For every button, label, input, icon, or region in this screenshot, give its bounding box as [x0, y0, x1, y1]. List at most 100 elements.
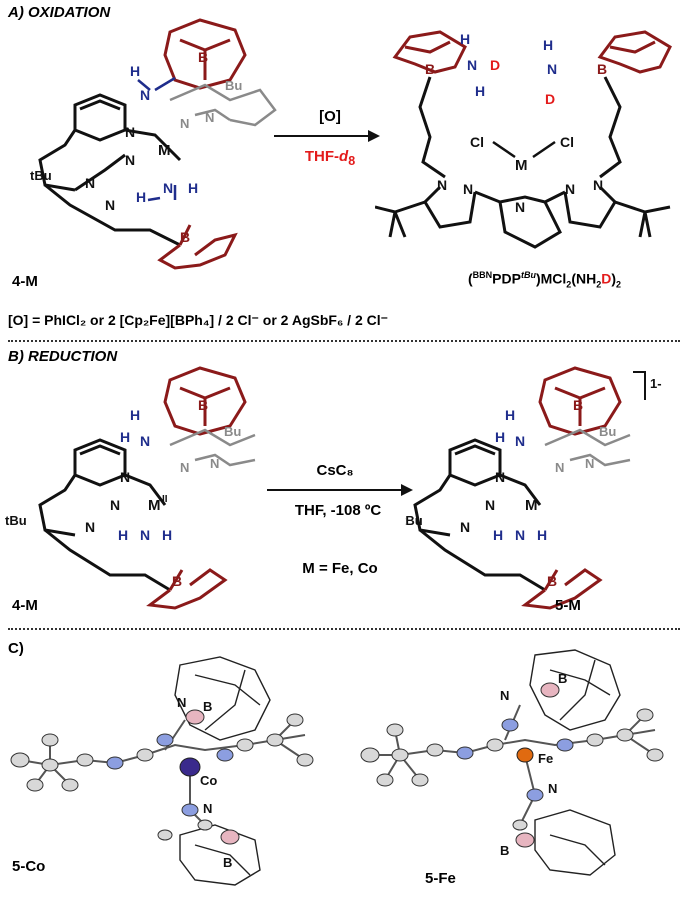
section-c-title: C)	[8, 640, 24, 657]
svg-text:Bu: Bu	[224, 424, 241, 439]
arrow-a	[274, 130, 380, 142]
svg-text:N: N	[203, 801, 212, 816]
label-4m-b: 4-M	[12, 597, 38, 614]
divider-bc	[8, 628, 680, 630]
svg-text:B: B	[547, 573, 557, 589]
molecule-4m-a: B Bu N N H N H N H M N N N N tBu B	[30, 18, 277, 270]
reagent-thf-temp: THF, -108 ºC	[294, 502, 382, 519]
svg-text:Cl: Cl	[470, 134, 484, 150]
svg-text:N: N	[205, 110, 214, 125]
svg-text:H: H	[493, 527, 503, 543]
svg-text:II: II	[162, 494, 168, 505]
atom-co: Co	[200, 773, 217, 788]
svg-text:B: B	[223, 855, 232, 870]
crystal-5co: N B Co N B	[10, 656, 314, 886]
section-b-title: B) REDUCTION	[8, 348, 118, 365]
svg-text:Bu: Bu	[599, 424, 616, 439]
svg-text:N: N	[177, 695, 186, 710]
svg-text:N: N	[85, 519, 95, 535]
atom-fe: Fe	[538, 751, 553, 766]
svg-text:H: H	[475, 83, 485, 99]
svg-text:N: N	[555, 460, 564, 475]
svg-text:N: N	[593, 177, 603, 193]
svg-text:B: B	[172, 573, 182, 589]
svg-text:B: B	[558, 671, 567, 686]
svg-text:D: D	[490, 57, 500, 73]
svg-text:D: D	[545, 91, 555, 107]
svg-text:N: N	[105, 197, 115, 213]
svg-text:N: N	[515, 527, 525, 543]
svg-text:N: N	[85, 175, 95, 191]
atom-m-product: M	[515, 157, 528, 174]
arrow-b	[267, 484, 413, 496]
label-5fe: 5-Fe	[425, 870, 456, 887]
atom-bu-grey: Bu	[225, 78, 242, 93]
section-a-title: A) OXIDATION	[8, 4, 111, 21]
svg-text:N: N	[140, 527, 150, 543]
svg-text:N: N	[548, 781, 557, 796]
crystal-5fe: N B Fe N B	[360, 649, 664, 876]
svg-text:N: N	[180, 116, 189, 131]
svg-text:H: H	[118, 527, 128, 543]
svg-text:B: B	[500, 843, 509, 858]
svg-text:N: N	[463, 181, 473, 197]
molecule-product-a: B B H N D H H N D N N N N N M Cl Cl	[375, 30, 672, 249]
label-4m-a: 4-M	[12, 273, 38, 290]
atom-n-a1: N	[140, 87, 150, 103]
svg-text:H: H	[505, 407, 515, 423]
svg-text:N: N	[210, 456, 219, 471]
atom-tbu-a: tBu	[30, 168, 52, 183]
label-product-a: (BBNPDPtBu)MCl2(NH2D)2	[468, 270, 622, 290]
svg-text:B: B	[573, 397, 583, 413]
svg-text:H: H	[120, 429, 130, 445]
svg-text:H: H	[537, 527, 547, 543]
svg-text:B: B	[425, 61, 435, 77]
svg-text:N: N	[515, 433, 525, 449]
svg-text:H: H	[188, 180, 198, 196]
svg-text:N: N	[585, 456, 594, 471]
molecule-5m: B Bu N N H H N N N N tBu M N H H B 1-	[405, 366, 662, 610]
svg-text:N: N	[110, 497, 120, 513]
svg-text:N: N	[140, 433, 150, 449]
atom-b-top: B	[198, 49, 208, 65]
svg-text:N: N	[565, 181, 575, 197]
oxidant-definition: [O] = PhICl₂ or 2 [Cp₂Fe][BPh₄] / 2 Cl⁻ …	[8, 312, 389, 328]
svg-text:B: B	[597, 61, 607, 77]
co-atom	[179, 757, 201, 777]
svg-text:H: H	[460, 31, 470, 47]
svg-text:B: B	[203, 699, 212, 714]
atom-b-bottom: B	[180, 229, 190, 245]
charge-label: 1-	[650, 376, 662, 391]
svg-text:N: N	[120, 469, 130, 485]
svg-text:N: N	[180, 460, 189, 475]
atom-m-a: M	[158, 142, 171, 159]
svg-text:N: N	[485, 497, 495, 513]
molecule-4m-b: B Bu N N H H N N N N tBu M II N H H B	[5, 366, 256, 610]
reagent-csc8: CsC₈	[316, 462, 354, 479]
svg-text:N: N	[467, 57, 477, 73]
svg-text:N: N	[460, 519, 470, 535]
svg-text:M: M	[525, 497, 538, 514]
svg-text:N: N	[500, 688, 509, 703]
svg-text:H: H	[495, 429, 505, 445]
svg-text:N: N	[515, 199, 525, 215]
fe-atom	[516, 747, 534, 763]
svg-text:N: N	[125, 124, 135, 140]
svg-text:tBu: tBu	[5, 513, 27, 528]
svg-text:tBu: tBu	[405, 513, 423, 528]
label-5m: 5-M	[555, 597, 581, 614]
metal-note: M = Fe, Co	[302, 560, 378, 577]
svg-text:N: N	[495, 469, 505, 485]
svg-text:N: N	[437, 177, 447, 193]
reagent-o: [O]	[319, 108, 341, 125]
atom-mii: M	[148, 497, 161, 514]
svg-text:N: N	[163, 180, 173, 196]
divider-ab	[8, 340, 680, 342]
label-5co: 5-Co	[12, 858, 46, 875]
svg-text:Cl: Cl	[560, 134, 574, 150]
atom-h-a1: H	[130, 63, 140, 79]
svg-text:B: B	[198, 397, 208, 413]
svg-text:H: H	[543, 37, 553, 53]
svg-text:N: N	[547, 61, 557, 77]
svg-text:N: N	[125, 152, 135, 168]
